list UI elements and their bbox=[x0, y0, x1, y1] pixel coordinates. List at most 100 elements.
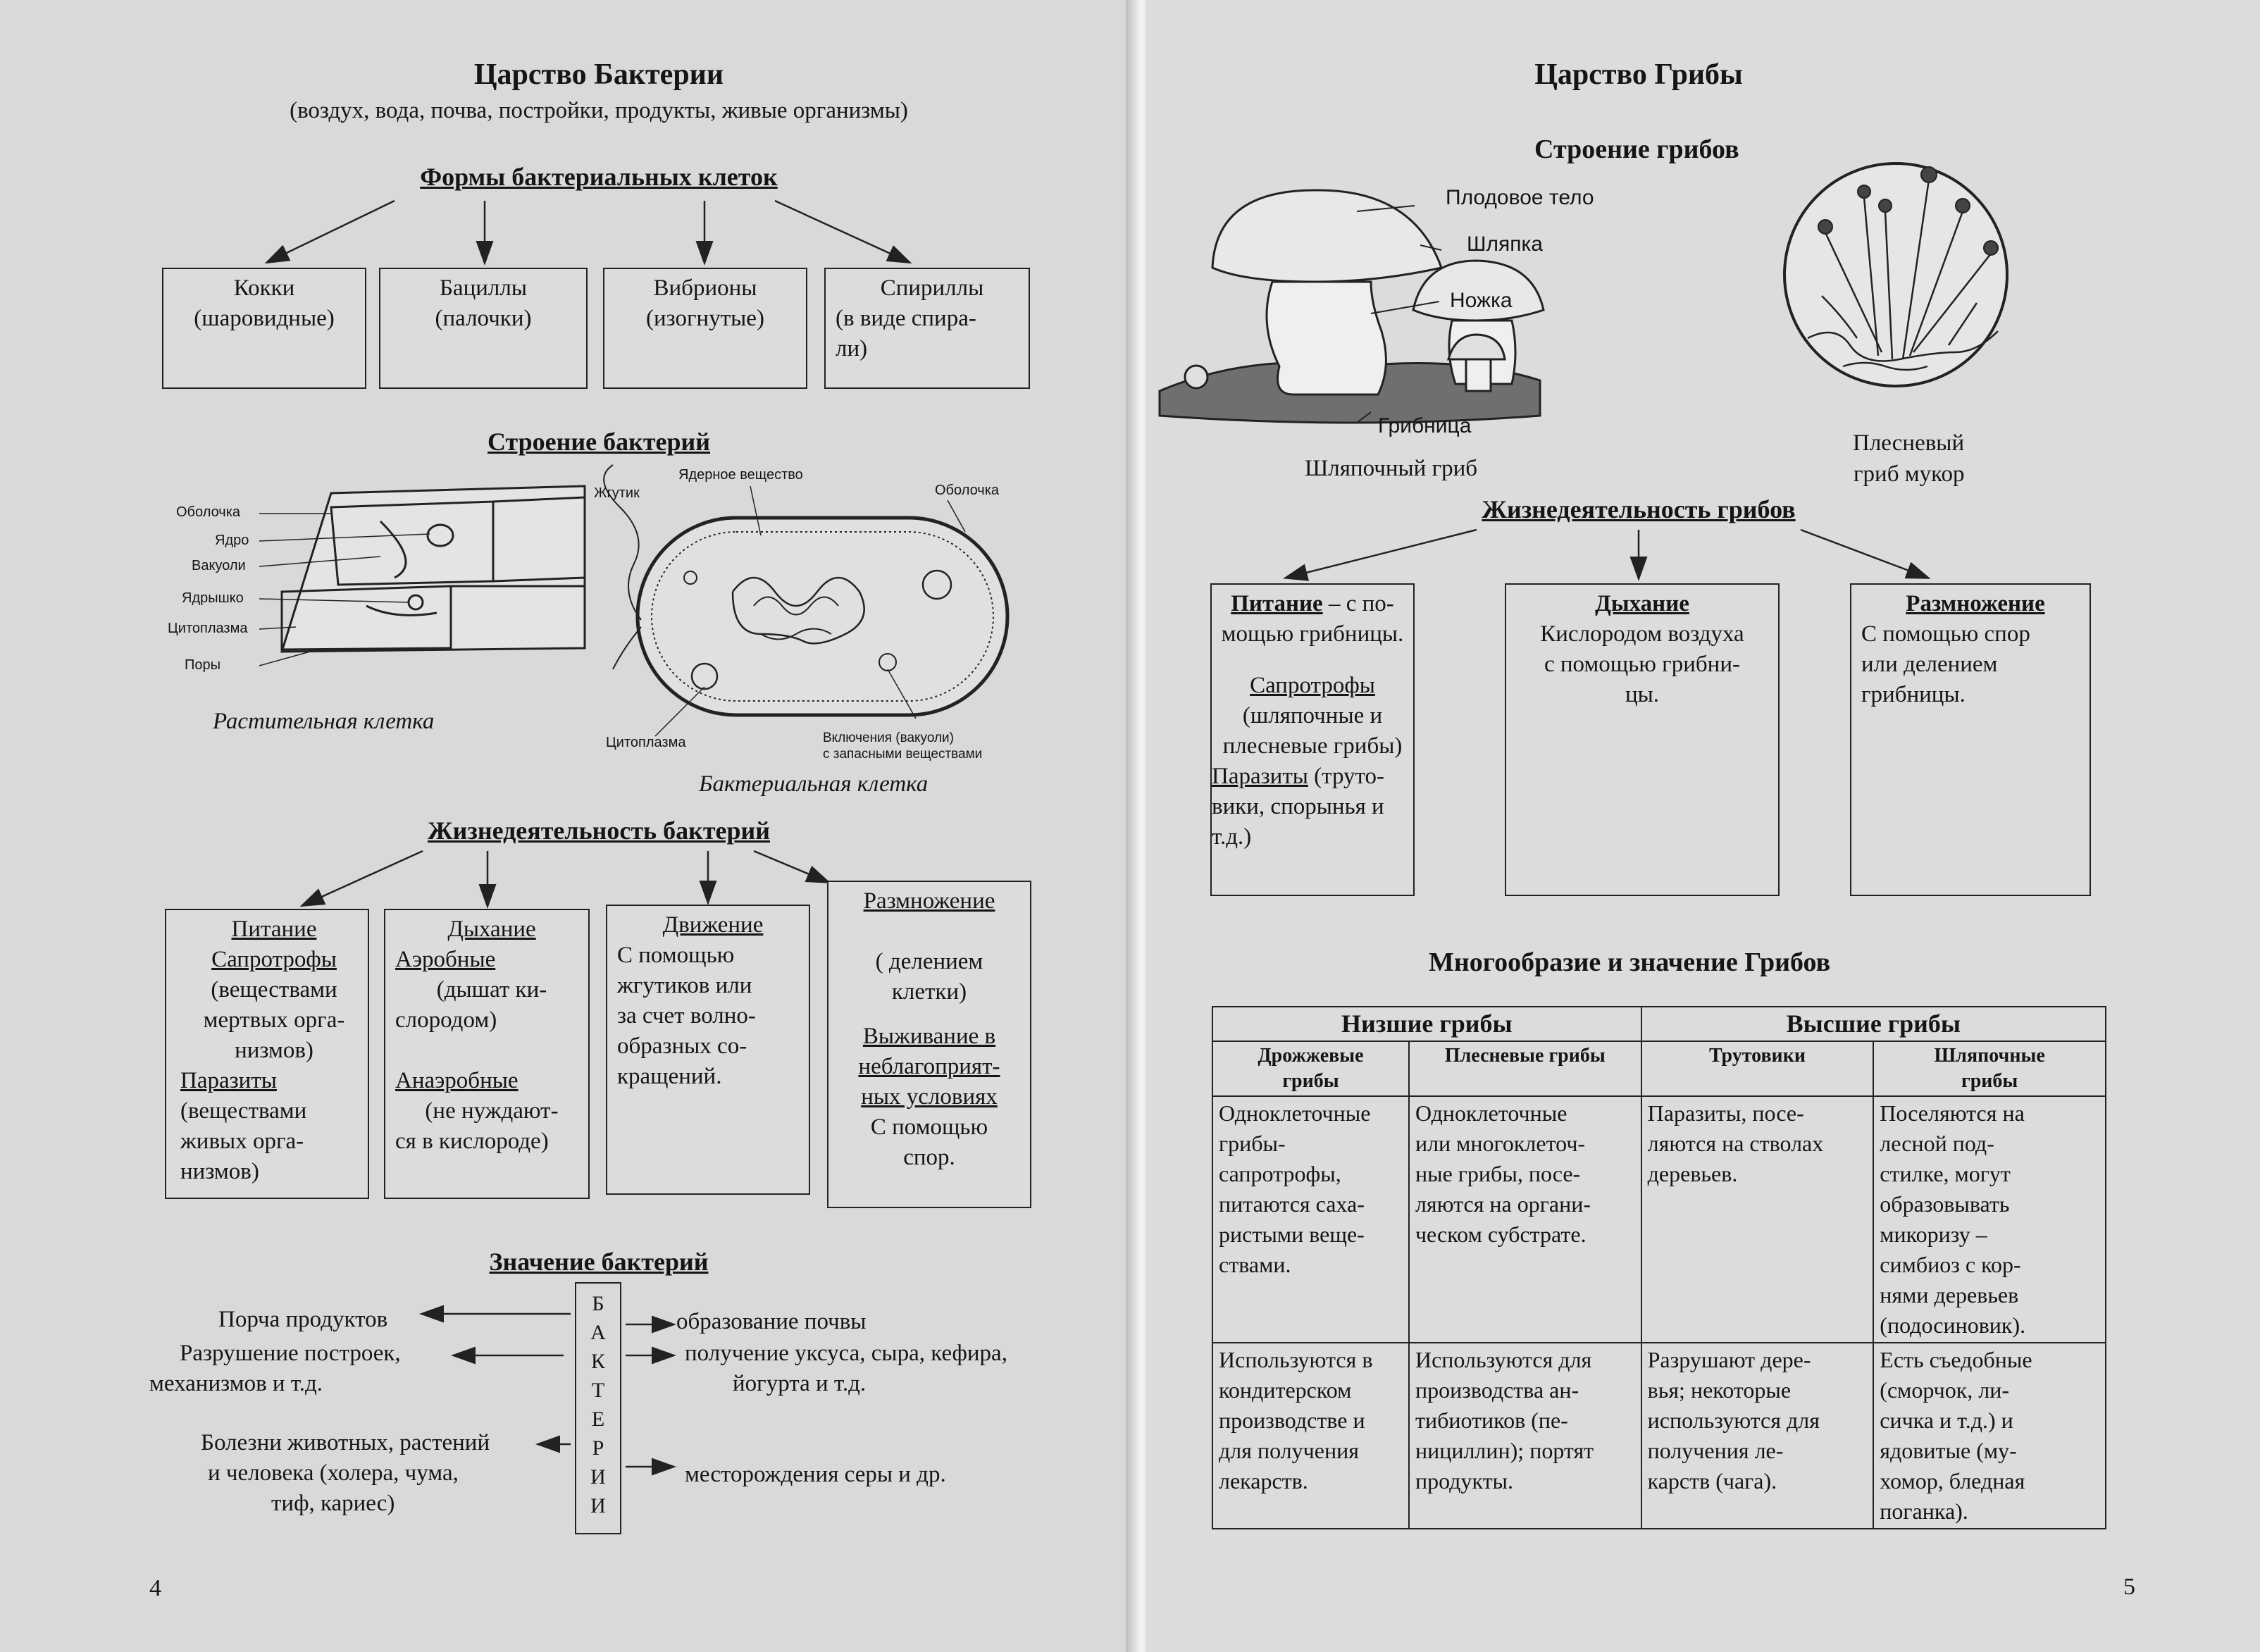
box-line: или делением bbox=[1861, 650, 2090, 680]
column-header: Плесневые грибы bbox=[1409, 1041, 1641, 1096]
importance-left-item: Порча продуктов bbox=[218, 1305, 387, 1335]
box-line: (веществами bbox=[180, 1096, 368, 1126]
box-line: Аэробные bbox=[395, 945, 588, 975]
box-title: Размножение bbox=[828, 886, 1030, 917]
page-number-left: 4 bbox=[149, 1575, 161, 1602]
box-line: Кислородом воздуха bbox=[1506, 619, 1778, 650]
bact-label-inclusions-2: с запасными веществами bbox=[823, 747, 982, 762]
box-line: С помощью спор bbox=[1861, 619, 2090, 650]
vertical-letter: Е bbox=[576, 1405, 620, 1434]
box-line: ся в кислороде) bbox=[395, 1126, 588, 1157]
box-line: цы. bbox=[1506, 680, 1778, 710]
box-line: образных со- bbox=[617, 1031, 809, 1062]
group-header: Низшие грибы bbox=[1212, 1007, 1641, 1041]
importance-right-item: образование почвы bbox=[676, 1307, 866, 1337]
bacterial-cell-caption: Бактериальная клетка bbox=[699, 771, 928, 797]
importance-right-item: месторождения серы и др. bbox=[685, 1460, 946, 1490]
box-line: Сапротрофы bbox=[1212, 671, 1413, 701]
box-line: – с по- bbox=[1323, 591, 1394, 616]
vertical-letter: К bbox=[576, 1347, 620, 1376]
box-line: живых орга- bbox=[180, 1126, 368, 1157]
box-line: кращений. bbox=[617, 1062, 809, 1092]
box-line: т.д.) bbox=[1212, 822, 1413, 852]
vertical-letter: Т bbox=[576, 1376, 620, 1405]
bact-label-flagellum: Жгутик bbox=[594, 485, 640, 502]
box-line: ( делением bbox=[828, 947, 1030, 977]
importance-left-item: и человека (холера, чума, bbox=[208, 1458, 459, 1489]
fungi-nutrition-box: Питание – с по- мощью грибницы. Сапротро… bbox=[1210, 583, 1415, 896]
box-line: (дышат ки- bbox=[395, 975, 588, 1005]
importance-heading: Значение бактерий bbox=[0, 1247, 1198, 1277]
importance-left-item: тиф, кариес) bbox=[271, 1489, 395, 1519]
box-line: С помощью bbox=[828, 1112, 1030, 1143]
box-title: Питание bbox=[180, 914, 368, 945]
box-title: Движение bbox=[617, 910, 809, 940]
vertical-letter: Б bbox=[576, 1289, 620, 1318]
box-title: Дыхание bbox=[1506, 589, 1778, 619]
box-line: Паразиты bbox=[180, 1066, 368, 1096]
page-number-right: 5 bbox=[2123, 1574, 2135, 1601]
importance-right-item: получение уксуса, сыра, кефира, bbox=[685, 1339, 1007, 1369]
box-line: Анаэробные bbox=[395, 1066, 588, 1096]
box-line: плесневые грибы) bbox=[1212, 731, 1413, 762]
bact-reproduction-box: Размножение ( делением клетки) Выживание… bbox=[827, 881, 1031, 1208]
box-line: (труто- bbox=[1308, 764, 1384, 789]
box-title: Дыхание bbox=[395, 914, 588, 945]
variety-heading: Многообразие и значение Грибов bbox=[1429, 947, 1830, 978]
box-title: Питание bbox=[1231, 591, 1322, 616]
importance-left-item: Болезни животных, растений bbox=[201, 1428, 490, 1458]
bact-movement-box: Движение С помощью жгутиков или за счет … bbox=[606, 905, 810, 1195]
table-cell: Используются вкондитерскомпроизводстве и… bbox=[1212, 1343, 1409, 1529]
box-line: вики, спорынья и bbox=[1212, 792, 1413, 822]
importance-left-item: Разрушение построек, bbox=[180, 1339, 401, 1369]
life-heading: Жизнедеятельность бактерий bbox=[0, 816, 1198, 845]
vertical-letter: И bbox=[576, 1462, 620, 1491]
bact-nutrition-box: Питание Сапротрофы (веществами мертвых о… bbox=[165, 909, 369, 1199]
vertical-letter: И bbox=[576, 1491, 620, 1520]
bact-label-nuclear: Ядерное вещество bbox=[678, 467, 803, 483]
fungi-reproduction-box: Размножение С помощью спор или делением … bbox=[1850, 583, 2091, 896]
box-line: неблагоприят- bbox=[828, 1052, 1030, 1082]
box-title: Размножение bbox=[1861, 589, 2090, 619]
box-line: низмов) bbox=[180, 1036, 368, 1066]
box-line: С помощью bbox=[617, 940, 809, 971]
box-line: жгутиков или bbox=[617, 971, 809, 1001]
importance-left-item: механизмов и т.д. bbox=[149, 1369, 323, 1399]
box-line: Сапротрофы bbox=[180, 945, 368, 975]
box-line: низмов) bbox=[180, 1157, 368, 1187]
right-page: Царство Грибы Строение грибов Плодовое т… bbox=[1145, 0, 2260, 1652]
table-column-row: Дрожжевыегрибы Плесневые грибы Трутовики… bbox=[1212, 1041, 2106, 1096]
box-line: Выживание в bbox=[828, 1021, 1030, 1052]
bact-label-membrane: Оболочка bbox=[935, 483, 999, 499]
bact-label-inclusions: Включения (вакуоли) bbox=[823, 731, 954, 746]
column-header: Трутовики bbox=[1641, 1041, 1874, 1096]
fungi-respiration-box: Дыхание Кислородом воздуха с помощью гри… bbox=[1505, 583, 1780, 896]
box-line: (веществами bbox=[180, 975, 368, 1005]
table-cell: Паразиты, посе-ляются на стволахдеревьев… bbox=[1641, 1096, 1874, 1343]
box-line: мертвых орга- bbox=[180, 1005, 368, 1036]
group-header: Высшие грибы bbox=[1641, 1007, 2106, 1041]
left-page: Царство Бактерии (воздух, вода, почва, п… bbox=[0, 0, 1136, 1652]
box-line: ных условиях bbox=[828, 1082, 1030, 1112]
box-line: с помощью грибни- bbox=[1506, 650, 1778, 680]
bact-label-cytoplasm: Цитоплазма bbox=[606, 735, 685, 751]
table-row: Используются вкондитерскомпроизводстве и… bbox=[1212, 1343, 2106, 1529]
table-group-row: Низшие грибы Высшие грибы bbox=[1212, 1007, 2106, 1041]
box-line: спор. bbox=[828, 1143, 1030, 1173]
table-cell: Есть съедобные(сморчок, ли-сичка и т.д.)… bbox=[1873, 1343, 2106, 1529]
box-line: клетки) bbox=[828, 977, 1030, 1007]
box-line: Паразиты bbox=[1212, 764, 1308, 789]
bact-respiration-box: Дыхание Аэробные (дышат ки- слородом) Ан… bbox=[384, 909, 590, 1199]
importance-right-item: йогурта и т.д. bbox=[733, 1369, 866, 1399]
bacteria-vertical-box: Б А К Т Е Р И И bbox=[575, 1282, 621, 1534]
box-line: мощью грибницы. bbox=[1212, 619, 1413, 650]
